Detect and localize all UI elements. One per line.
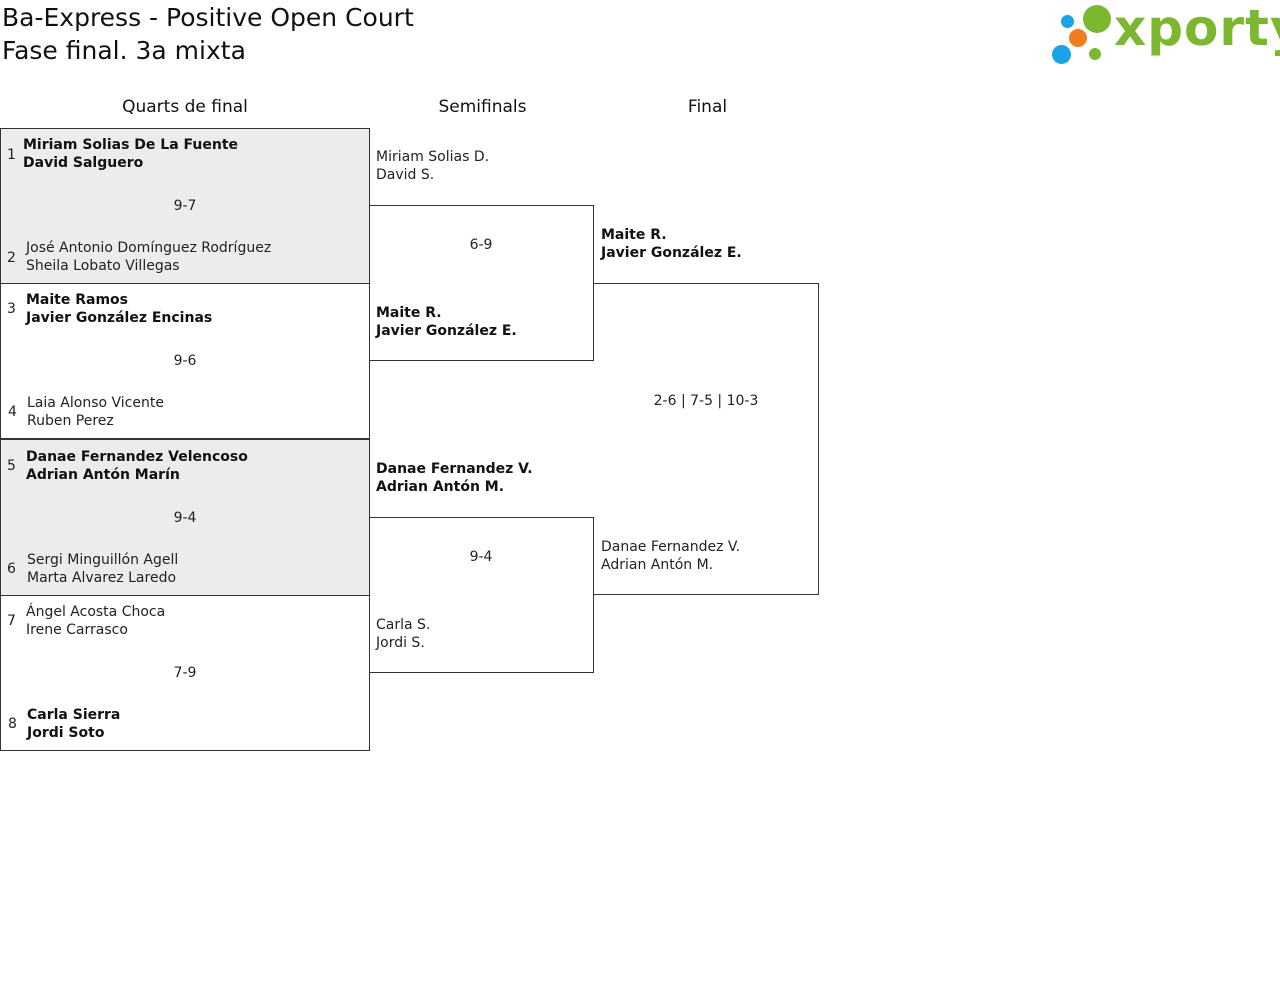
player-name: Danae Fernandez V. (601, 539, 741, 555)
round-header-semis: Semifinals (438, 97, 527, 117)
match-score: 7-9 (173, 665, 197, 681)
player-name: Carla S. (376, 617, 431, 633)
semifinal-match-2: 9-4 Carla S. Jordi S. (369, 517, 594, 673)
seed-number: 3 (7, 301, 16, 317)
semifinal-1-player: Miriam Solias D. (376, 149, 490, 165)
seed-number: 1 (7, 147, 16, 163)
match-score: 9-7 (173, 198, 197, 214)
logo-dot-orange-icon (1069, 29, 1087, 47)
seed-number: 2 (7, 250, 16, 266)
match-score: 6-9 (469, 237, 493, 253)
quarterfinal-match-2: 3 Maite Ramos Javier González Encinas 9-… (0, 283, 370, 439)
quarterfinal-match-1: 1 Miriam Solias De La Fuente David Salgu… (0, 128, 370, 284)
match-score: 2-6 | 7-5 | 10-3 (653, 393, 759, 409)
player-name: Irene Carrasco (26, 622, 128, 638)
player-name: Carla Sierra (27, 707, 121, 723)
semifinal-match-1: 6-9 Maite R. Javier González E. (369, 205, 594, 361)
xporty-logo[interactable]: xporty (1050, 0, 1280, 68)
match-score: 9-4 (173, 510, 197, 526)
player-name: Sheila Lobato Villegas (26, 258, 180, 274)
match-score: 9-6 (173, 353, 197, 369)
semifinal-2-player: Adrian Antón M. (376, 479, 505, 495)
logo-wordmark: xporty (1114, 0, 1280, 57)
quarterfinal-match-4: 7 Ángel Acosta Choca Irene Carrasco 7-9 … (0, 595, 370, 751)
quarterfinal-match-3: 5 Danae Fernandez Velencoso Adrian Antón… (0, 439, 370, 596)
round-header-quarters: Quarts de final (122, 97, 248, 117)
logo-dot-green-icon (1083, 5, 1111, 33)
player-name: Javier González Encinas (26, 310, 213, 326)
player-name: Danae Fernandez Velencoso (26, 449, 248, 465)
seed-number: 8 (8, 716, 17, 732)
player-name: José Antonio Domínguez Rodríguez (26, 240, 272, 256)
logo-dot-green-small-icon (1089, 48, 1101, 60)
logo-dot-blue-icon (1052, 45, 1071, 64)
final-player: Javier González E. (601, 245, 742, 261)
player-name: Maite R. (376, 305, 442, 321)
tournament-title: Ba-Express - Positive Open Court (2, 3, 414, 32)
final-match: 2-6 | 7-5 | 10-3 Danae Fernandez V. Adri… (594, 283, 819, 595)
player-name: Adrian Antón M. (601, 557, 714, 573)
round-header-final: Final (687, 97, 728, 117)
player-name: Miriam Solias De La Fuente (23, 137, 239, 153)
final-player: Maite R. (601, 227, 667, 243)
seed-number: 4 (8, 404, 17, 420)
player-name: Maite Ramos (26, 292, 129, 308)
player-name: Jordi Soto (27, 725, 105, 741)
logo-dot-blue-small-icon (1061, 15, 1074, 28)
seed-number: 5 (7, 458, 16, 474)
seed-number: 6 (7, 561, 16, 577)
player-name: Ruben Perez (27, 413, 114, 429)
player-name: Ángel Acosta Choca (26, 604, 166, 620)
semifinal-2-player: Danae Fernandez V. (376, 461, 533, 477)
semifinal-1-player: David S. (376, 167, 435, 183)
player-name: Marta Alvarez Laredo (27, 570, 177, 586)
player-name: Sergi Minguillón Agell (27, 552, 179, 568)
player-name: Javier González E. (376, 323, 517, 339)
seed-number: 7 (7, 613, 16, 629)
player-name: David Salguero (23, 155, 144, 171)
player-name: Laia Alonso Vicente (27, 395, 164, 411)
phase-subtitle: Fase final. 3a mixta (2, 36, 246, 65)
player-name: Jordi S. (376, 635, 425, 651)
match-score: 9-4 (469, 549, 493, 565)
player-name: Adrian Antón Marín (26, 467, 180, 483)
